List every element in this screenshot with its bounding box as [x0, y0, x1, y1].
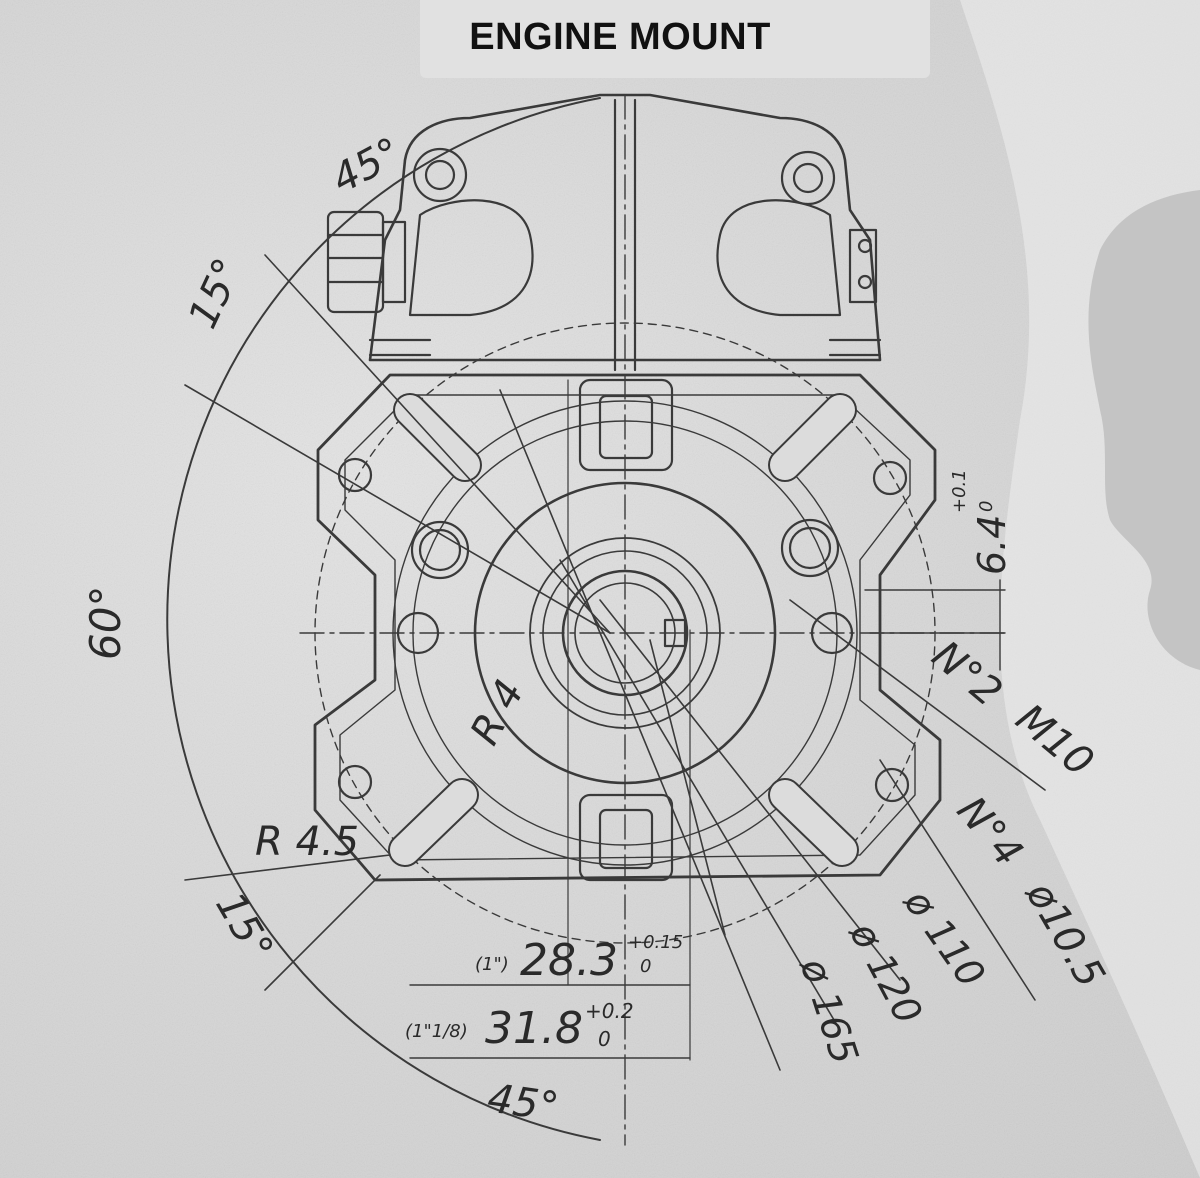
- bore-110: [412, 420, 838, 846]
- spark-plug: [326, 210, 385, 314]
- shaft-1-tol-upper: +0.15: [628, 932, 683, 953]
- bore-120: [392, 400, 858, 866]
- angle-label-60: 60°: [81, 586, 130, 660]
- angle-arc: [166, 97, 601, 1141]
- shaft-1-prefix: (1"): [475, 954, 509, 975]
- angle-label-top-45: 45°: [325, 129, 409, 203]
- m10-hole-left: [396, 611, 440, 655]
- diameter-165-label: ø 165: [791, 952, 866, 1069]
- side-grey-shape: [1088, 190, 1200, 670]
- shaft-1-value: 28.3: [520, 935, 618, 986]
- hole-upper-right: [872, 460, 908, 496]
- dim-6-4: 6.4: [970, 515, 1014, 575]
- angle-label-bottom-45: 45°: [485, 1075, 562, 1130]
- shaft-2-value: 31.8: [485, 1003, 583, 1054]
- hole-lower-right: [874, 767, 910, 803]
- hole-n4-label: N°4: [948, 788, 1032, 875]
- shaft-2-tol-upper: +0.2: [585, 999, 634, 1023]
- boss-right: [780, 518, 840, 578]
- head-bolt-right: [780, 150, 836, 206]
- shaft-2-tol-lower: 0: [598, 1027, 611, 1051]
- dim-6-4-tol-upper: +0.1: [949, 469, 970, 513]
- title-band: [420, 0, 930, 78]
- shaft-2-prefix: (1"1/8): [405, 1021, 468, 1042]
- page-title: ENGINE MOUNT: [469, 16, 771, 58]
- slot-lower-right: [768, 778, 859, 867]
- hole-lower-left: [337, 764, 373, 800]
- hole-d105-label: ø10.5: [1016, 873, 1113, 995]
- slot-upper-right: [768, 393, 857, 482]
- m10-hole-right: [810, 611, 854, 655]
- radius-r4: R 4: [462, 672, 534, 752]
- head-bolt-left: [412, 147, 468, 203]
- angle-label-lower-15: 15°: [206, 885, 281, 969]
- slot-lower-left: [388, 778, 479, 867]
- hole-upper-left: [337, 457, 373, 493]
- dim-6-4-tol-lower: 0: [976, 501, 997, 512]
- hole-n2-label: N°2: [923, 632, 1010, 716]
- radius-r45: R 4.5: [255, 819, 359, 865]
- cylinder-head: [368, 93, 882, 362]
- mount-flange: [313, 373, 942, 882]
- angle-label-upper-15: 15°: [180, 252, 252, 336]
- shaft-1-tol-lower: 0: [640, 956, 651, 977]
- pilot-bore: [473, 481, 777, 785]
- slot-upper-left: [393, 393, 482, 482]
